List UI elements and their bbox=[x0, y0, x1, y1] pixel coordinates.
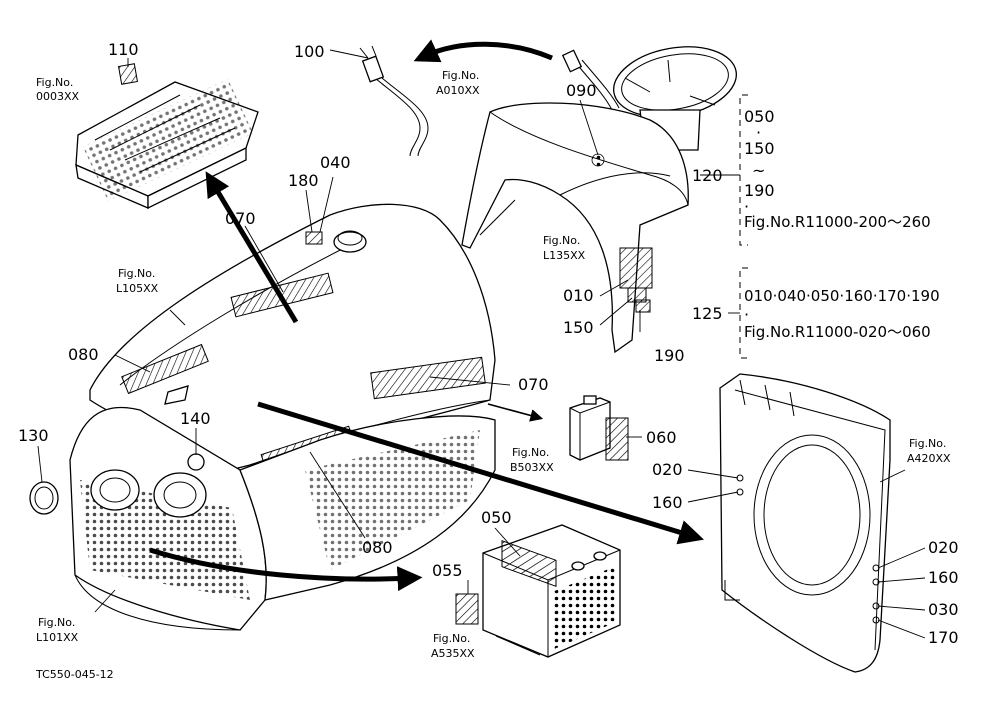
part-number: 080 bbox=[68, 345, 99, 364]
part-number: 050 bbox=[744, 107, 775, 126]
fig-ref-label: Fig.No. bbox=[543, 234, 580, 247]
part-number: 125 bbox=[692, 304, 723, 323]
range-notes: · ~ · Fig.No.R11000-200～260 010·040·050·… bbox=[744, 123, 940, 341]
part-number: 010 bbox=[563, 286, 594, 305]
fig-ref-label: Fig.No. bbox=[36, 76, 73, 89]
figure-references: Fig.No. 0003XX Fig.No. A010XX Fig.No. L1… bbox=[36, 69, 951, 660]
part-number: 120 bbox=[692, 166, 723, 185]
fig-ref-code: A535XX bbox=[431, 647, 475, 660]
part-number: 190 bbox=[654, 346, 685, 365]
part-number: 110 bbox=[108, 40, 139, 59]
part-number-labels: 110 100 090 040 180 070 050 150 190 120 … bbox=[18, 40, 959, 647]
fig-ref-code: B503XX bbox=[510, 461, 554, 474]
range-dot: · bbox=[756, 123, 761, 142]
part-number: 040 bbox=[320, 153, 351, 172]
part-number: 150 bbox=[563, 318, 594, 337]
part-number: 100 bbox=[294, 42, 325, 61]
fig-ref-label: Fig.No. bbox=[38, 616, 75, 629]
range-dot: · bbox=[744, 197, 749, 216]
bracket-125 bbox=[739, 267, 748, 359]
part-number: 090 bbox=[566, 81, 597, 100]
fig-ref-code: L135XX bbox=[543, 249, 586, 262]
emblem-130 bbox=[29, 481, 59, 515]
fig-ref-code: 0003XX bbox=[36, 90, 80, 103]
part-number: 180 bbox=[288, 171, 319, 190]
radiator-shroud bbox=[719, 373, 891, 673]
battery bbox=[482, 524, 621, 658]
fig-ref-label: Fig.No. bbox=[442, 69, 479, 82]
fig-ref-code: A010XX bbox=[436, 84, 480, 97]
fig-ref-label: Fig.No. bbox=[909, 437, 946, 450]
label-055-decal bbox=[455, 593, 479, 625]
label-060-decal bbox=[605, 417, 629, 461]
battery-box bbox=[569, 395, 611, 461]
part-number: 070 bbox=[225, 209, 256, 228]
part-number: 150 bbox=[744, 139, 775, 158]
fig-ref-label: Fig.No. bbox=[118, 267, 155, 280]
range-tilde: ~ bbox=[752, 161, 765, 180]
part-number: 160 bbox=[928, 568, 959, 587]
drawing-code: TC550-045-12 bbox=[35, 668, 114, 681]
part-number: 140 bbox=[180, 409, 211, 428]
fig-range-200-260: Fig.No.R11000-200～260 bbox=[744, 213, 931, 231]
part-number: 190 bbox=[744, 181, 775, 200]
part-number: 030 bbox=[928, 600, 959, 619]
group-125-list: 010·040·050·160·170·190 bbox=[744, 287, 940, 305]
part-number: 020 bbox=[928, 538, 959, 557]
part-number: 170 bbox=[928, 628, 959, 647]
fig-ref-code: A420XX bbox=[907, 452, 951, 465]
front-grille bbox=[69, 406, 496, 631]
dash-panel bbox=[461, 102, 689, 354]
fig-ref-code: L105XX bbox=[116, 282, 159, 295]
wiring-harness bbox=[359, 45, 620, 157]
fig-ref-code: L101XX bbox=[36, 631, 79, 644]
part-number: 130 bbox=[18, 426, 49, 445]
part-number: 080 bbox=[362, 538, 393, 557]
range-dot: · bbox=[744, 305, 749, 324]
label-110-decal bbox=[117, 63, 139, 85]
part-number: 070 bbox=[518, 375, 549, 394]
part-number: 055 bbox=[432, 561, 463, 580]
part-number: 060 bbox=[646, 428, 677, 447]
part-number: 160 bbox=[652, 493, 683, 512]
fig-ref-label: Fig.No. bbox=[433, 632, 470, 645]
fig-range-020-060: Fig.No.R11000-020～060 bbox=[744, 323, 931, 341]
cylinder-head bbox=[75, 79, 259, 210]
bracket-120 bbox=[739, 94, 748, 246]
part-number: 020 bbox=[652, 460, 683, 479]
fig-ref-label: Fig.No. bbox=[512, 446, 549, 459]
part-number: 050 bbox=[481, 508, 512, 527]
